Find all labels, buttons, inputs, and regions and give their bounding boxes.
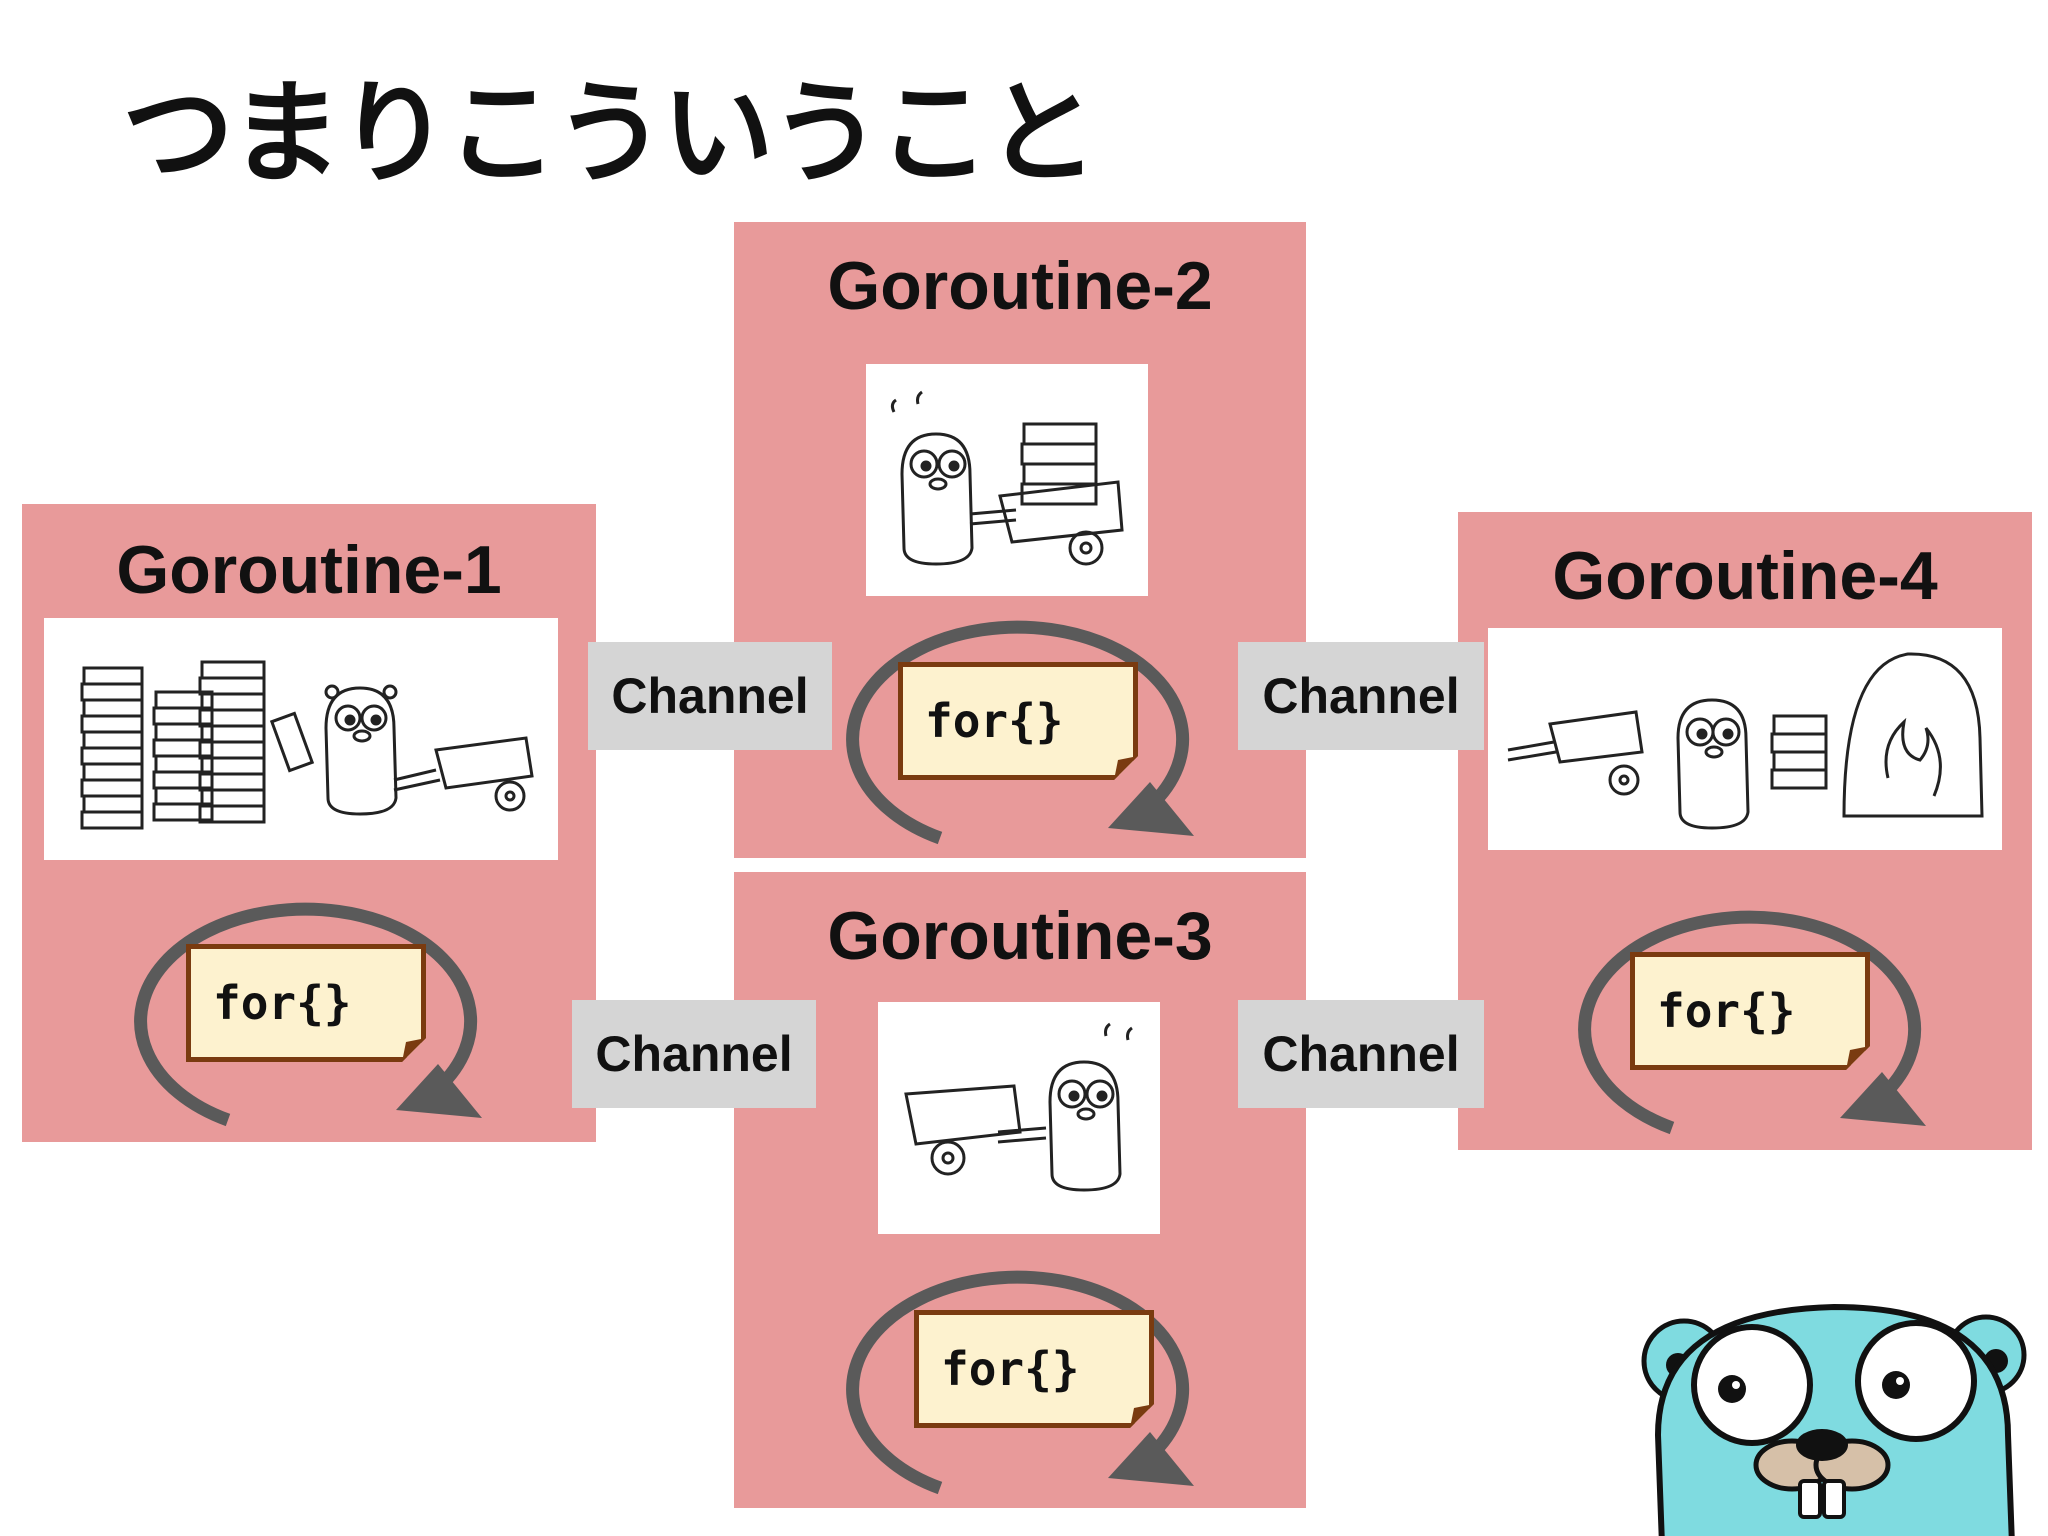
goroutine-3-loop: for{} — [846, 1256, 1194, 1506]
channel-1-2: Channel — [588, 642, 832, 750]
goroutine-1-loop: for{} — [134, 888, 482, 1138]
goroutine-2-loop-code-text: for{} — [925, 694, 1064, 748]
goroutine-4-loop-code-text: for{} — [1657, 984, 1796, 1038]
goroutine-4-illustration — [1488, 628, 2002, 850]
goroutine-1-loop-code-text: for{} — [213, 976, 352, 1030]
goroutine-1-box: Goroutine-1 — [22, 504, 596, 1142]
goroutine-4-loop-code: for{} — [1630, 952, 1870, 1070]
goroutine-3-loop-code: for{} — [914, 1310, 1154, 1428]
goroutine-2-loop: for{} — [846, 606, 1194, 856]
goroutine-3-box: Goroutine-3 for{} — [734, 872, 1306, 1508]
goroutine-3-illustration — [878, 1002, 1160, 1234]
loop-arrow-icon — [1578, 910, 1926, 1135]
goroutine-1-loop-code: for{} — [186, 944, 426, 1062]
goroutine-2-loop-code: for{} — [898, 662, 1138, 780]
loop-arrow-icon — [846, 1270, 1194, 1495]
goroutine-4-title: Goroutine-4 — [1552, 538, 1938, 614]
loop-arrow-icon — [134, 902, 482, 1127]
goroutine-4-loop: for{} — [1578, 896, 1926, 1146]
channel-2-4: Channel — [1238, 642, 1484, 750]
goroutine-1-title: Goroutine-1 — [116, 532, 502, 608]
goroutine-1-illustration — [44, 618, 558, 860]
goroutine-2-title: Goroutine-2 — [827, 248, 1213, 324]
goroutine-3-loop-code-text: for{} — [941, 1342, 1080, 1396]
goroutine-4-box: Goroutine-4 for{} — [1458, 512, 2032, 1150]
channel-1-3: Channel — [572, 1000, 816, 1108]
goroutine-2-box: Goroutine-2 for{} — [734, 222, 1306, 858]
go-gopher-icon — [1620, 1285, 2048, 1536]
goroutine-3-title: Goroutine-3 — [827, 898, 1213, 974]
goroutine-2-illustration — [866, 364, 1148, 596]
page-title: つまりこういうこと — [122, 69, 1098, 199]
channel-3-4: Channel — [1238, 1000, 1484, 1108]
loop-arrow-icon — [846, 620, 1194, 845]
